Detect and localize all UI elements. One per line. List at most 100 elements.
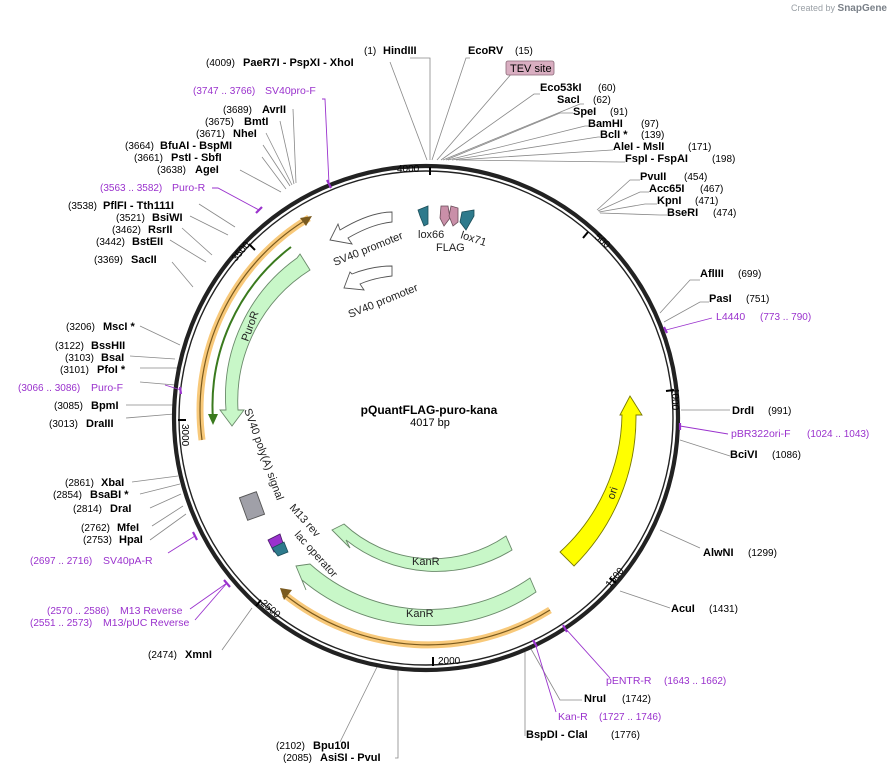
primer-name-sv40pa-r: SV40pA-R xyxy=(103,555,153,567)
tick-label-500: 500 xyxy=(592,232,612,251)
ori-arrow xyxy=(559,395,643,567)
snapgene-logo: SnapGene xyxy=(837,3,887,14)
site-pos-bcivi: (1086) xyxy=(772,450,801,461)
site-pos-bsai: (3103) xyxy=(65,353,94,364)
site-pos-drai: (2814) xyxy=(73,504,102,515)
lox71-arrow xyxy=(459,209,475,231)
site-name-bpmi: BpmI xyxy=(91,400,119,412)
site-name-eco53ki: Eco53kI xyxy=(540,82,582,94)
site-name-acui: AcuI xyxy=(671,603,695,615)
site-name-bmti: BmtI xyxy=(244,116,268,128)
tev-site-label: TEV site xyxy=(510,63,552,75)
ori-label: ori xyxy=(605,486,620,501)
primer-range-kan-r: (1727 .. 1746) xyxy=(599,712,661,723)
site-pos-hpai: (2753) xyxy=(83,535,112,546)
site-pos-kpni: (471) xyxy=(695,196,718,207)
site-name-bfuai: BfuAI - BspMI xyxy=(160,140,232,152)
site-pos-acui: (1431) xyxy=(709,604,738,615)
site-name-spei: SpeI xyxy=(573,106,596,118)
site-name-acc65i: Acc65I xyxy=(649,183,684,195)
plasmid-length: 4017 bp xyxy=(410,417,450,429)
site-name-agei: AgeI xyxy=(195,164,219,176)
site-name-alei: AleI - MslI xyxy=(613,141,664,153)
site-pos-sacii: (3369) xyxy=(94,255,123,266)
kanr-arrow-2 xyxy=(295,563,537,627)
leader-lines xyxy=(125,57,731,759)
site-pos-rsrii: (3462) xyxy=(112,225,141,236)
site-pos-asisi: (2085) xyxy=(283,753,312,764)
site-name-msci: MscI * xyxy=(103,321,136,333)
site-pos-nrui: (1742) xyxy=(622,694,651,705)
site-pos-spei: (91) xyxy=(610,107,628,118)
site-pos-bsteii: (3442) xyxy=(96,237,125,248)
primer-name-puro-r: Puro-R xyxy=(172,182,206,194)
site-pos-agei: (3638) xyxy=(157,165,186,176)
site-pos-draiii: (3013) xyxy=(49,419,78,430)
primer-name-l4440: L4440 xyxy=(716,311,745,323)
site-pos-bsiwi: (3521) xyxy=(116,213,145,224)
primer-range-puro-r: (3563 .. 3582) xyxy=(100,183,162,194)
site-pos-xmni: (2474) xyxy=(148,650,177,661)
lox66-label: lox66 xyxy=(418,229,444,241)
puror-arrow xyxy=(219,253,311,427)
site-name-pflfi: PflFI - Tth111I xyxy=(103,200,174,212)
site-name-bamhi: BamHI xyxy=(588,118,623,130)
tick-label-4000: 4000 xyxy=(397,164,420,175)
site-name-saci: SacI xyxy=(557,94,580,106)
site-pos-bpu10i: (2102) xyxy=(276,741,305,752)
primer-name-kan-r: Kan-R xyxy=(558,711,588,723)
site-name-bsai: BsaI xyxy=(101,352,124,364)
lac-operator-arrow xyxy=(271,541,289,557)
sv40-polya-box xyxy=(238,491,266,521)
site-name-sacii: SacII xyxy=(131,254,157,266)
kanr-label-1: KanR xyxy=(412,556,440,568)
site-name-nrui: NruI xyxy=(584,693,606,705)
site-pos-bsabi: (2854) xyxy=(53,490,82,501)
site-name-bseri: BseRI xyxy=(667,207,698,219)
site-pos-nhei: (3671) xyxy=(196,129,225,140)
site-pos-ecorv: (15) xyxy=(515,46,533,57)
site-name-pvuii: PvuII xyxy=(640,171,666,183)
flag-label: FLAG xyxy=(436,242,465,254)
site-name-pasi: PasI xyxy=(709,293,732,305)
site-pos-psti: (3661) xyxy=(134,153,163,164)
primer-name-pbr322ori-f: pBR322ori-F xyxy=(731,428,791,440)
primer-range-pentr-r: (1643 .. 1662) xyxy=(664,676,726,687)
primer-range-sv40pa-r: (2697 .. 2716) xyxy=(30,556,92,567)
site-name-bsiwi: BsiWI xyxy=(152,212,183,224)
primer-name-m13-puc: M13/pUC Reverse xyxy=(103,617,190,629)
puror-cds-line xyxy=(211,246,292,421)
site-pos-drdi: (991) xyxy=(768,406,791,417)
primer-range-m13-puc: (2551 .. 2573) xyxy=(30,618,92,629)
site-name-asisi: AsiSI - PvuI xyxy=(320,752,381,764)
site-pos-paer7i: (4009) xyxy=(206,58,235,69)
primer-range-l4440: (773 .. 790) xyxy=(760,312,811,323)
site-pos-bsshii: (3122) xyxy=(55,341,84,352)
site-name-hindiii: HindIII xyxy=(383,45,417,57)
site-pos-xbai: (2861) xyxy=(65,478,94,489)
puror-cds-arrowhead xyxy=(208,414,218,425)
kanr-label-2: KanR xyxy=(406,608,434,620)
site-pos-mfei: (2762) xyxy=(81,523,110,534)
primer-range-pbr322ori-f: (1024 .. 1043) xyxy=(807,429,869,440)
site-pos-hindiii: (1) xyxy=(364,46,376,57)
site-pos-alei: (171) xyxy=(688,142,711,153)
site-pos-acc65i: (467) xyxy=(700,184,723,195)
site-name-paer7i: PaeR7I - PspXI - XhoI xyxy=(243,57,354,69)
sv40-promoter-arrow-1 xyxy=(329,211,393,245)
site-pos-pfoi: (3101) xyxy=(60,365,89,376)
site-name-drdi: DrdI xyxy=(732,405,754,417)
site-name-bsabi: BsaBI * xyxy=(90,489,129,501)
site-name-avrii: AvrII xyxy=(262,104,286,116)
site-pos-bfuai: (3664) xyxy=(125,141,154,152)
site-pos-eco53ki: (60) xyxy=(598,83,616,94)
site-pos-bcli: (139) xyxy=(641,130,664,141)
puror-orf-line xyxy=(199,217,310,441)
site-name-fspi: FspI - FspAI xyxy=(625,153,688,165)
tick-marks xyxy=(178,167,675,666)
site-pos-pvuii: (454) xyxy=(684,172,707,183)
tick-label-3500: 3500 xyxy=(230,239,253,263)
primer-name-sv40pro-f: SV40pro-F xyxy=(265,85,316,97)
sv40-polya-label: SV40 poly(A) signal xyxy=(241,407,285,502)
kanr-arrow-1 xyxy=(331,523,513,572)
